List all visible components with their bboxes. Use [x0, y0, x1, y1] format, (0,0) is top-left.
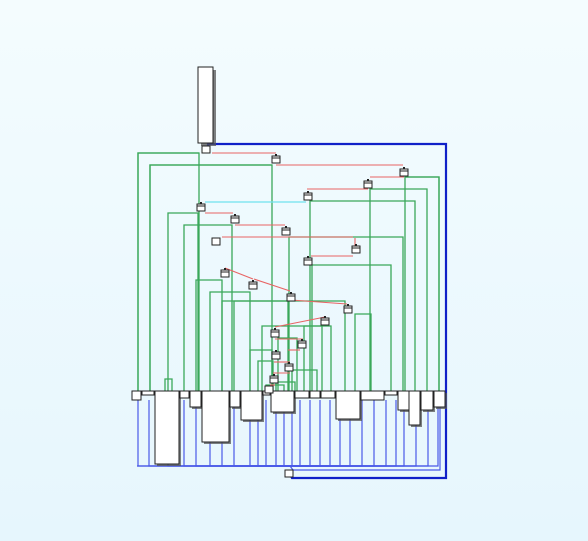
bottom-block	[131, 390, 142, 401]
node-cap	[324, 316, 326, 318]
red-link	[290, 299, 348, 305]
node-cap	[301, 339, 303, 341]
bottom-block	[360, 390, 385, 401]
green-wire	[167, 212, 199, 391]
green-wire	[291, 369, 318, 391]
node-box	[271, 351, 281, 360]
node-box	[264, 385, 274, 394]
red-links	[205, 152, 404, 386]
node-box	[211, 237, 221, 246]
bottom-block	[320, 390, 336, 399]
blue-bottom-bus-left	[137, 465, 294, 471]
bottom-block	[270, 390, 295, 413]
node-box	[286, 293, 296, 302]
green-wires	[137, 152, 440, 391]
main-bus-line	[206, 142, 448, 480]
node-cap	[234, 214, 236, 216]
red-link	[274, 316, 326, 328]
node-cap	[224, 268, 226, 270]
blue-wire	[290, 400, 439, 467]
bottom-block	[189, 390, 202, 408]
green-wire	[309, 200, 416, 391]
node-cap	[367, 179, 369, 181]
green-wire-outer-right	[405, 176, 440, 391]
node-box	[281, 227, 291, 236]
bottom-block	[201, 390, 230, 443]
node-box	[230, 215, 240, 224]
bus-lines	[206, 142, 448, 480]
node-box	[270, 329, 280, 338]
bottom-block	[408, 390, 421, 426]
node-box	[351, 245, 361, 254]
node-cap	[403, 167, 405, 169]
top-block	[197, 66, 214, 144]
node-box	[303, 257, 313, 266]
node-cap	[347, 304, 349, 306]
bottom-block	[397, 390, 410, 411]
node-cap	[290, 292, 292, 294]
green-wire	[303, 325, 332, 391]
blocks	[131, 66, 447, 466]
node-box	[196, 203, 206, 212]
node-box	[271, 155, 281, 164]
bottom-block	[154, 390, 180, 465]
nodes	[196, 145, 409, 478]
green-wire	[249, 349, 273, 391]
green-wire	[209, 291, 251, 391]
bottom-block	[294, 390, 310, 399]
green-wire	[369, 188, 428, 391]
node-box	[399, 168, 409, 177]
bottom-block	[229, 390, 241, 408]
bottom-block	[141, 390, 155, 396]
node-box	[269, 375, 279, 384]
node-cap	[275, 154, 277, 156]
red-link	[253, 278, 291, 292]
node-cap	[307, 191, 309, 193]
node-cap	[200, 202, 202, 204]
blue-bottom-bus-right	[293, 400, 441, 471]
node-cap	[285, 226, 287, 228]
node-cap	[252, 280, 254, 282]
blue-wire	[290, 400, 341, 467]
node-box	[297, 340, 307, 349]
node-box	[201, 145, 211, 154]
green-wire-outer-left	[137, 152, 199, 391]
bottom-block	[309, 390, 321, 399]
red-link	[224, 267, 254, 280]
green-wire	[277, 337, 298, 391]
node-cap	[273, 374, 275, 376]
node-cap	[274, 328, 276, 330]
node-box	[284, 469, 294, 478]
node-box	[220, 269, 230, 278]
node-cap	[275, 350, 277, 352]
node-cap	[288, 362, 290, 364]
bottom-block	[240, 390, 263, 421]
node-box	[248, 281, 258, 290]
bottom-block	[335, 390, 361, 420]
node-box	[303, 192, 313, 201]
green-wire	[195, 279, 223, 391]
green-wire-second-left	[149, 164, 272, 391]
green-wire	[261, 325, 323, 391]
node-cap	[355, 244, 357, 246]
node-box	[343, 305, 353, 314]
green-wire	[404, 176, 440, 391]
node-cap	[307, 256, 309, 258]
bottom-block	[179, 390, 190, 399]
green-wire	[164, 378, 173, 391]
bottom-block	[433, 390, 446, 408]
green-wire	[183, 224, 233, 391]
node-box	[363, 180, 373, 189]
green-wire	[311, 264, 392, 391]
bottom-block	[420, 390, 434, 411]
node-box	[320, 317, 330, 326]
node-box	[284, 363, 294, 372]
green-wire	[275, 381, 296, 391]
green-wire	[354, 313, 372, 391]
bottom-block	[384, 390, 398, 396]
